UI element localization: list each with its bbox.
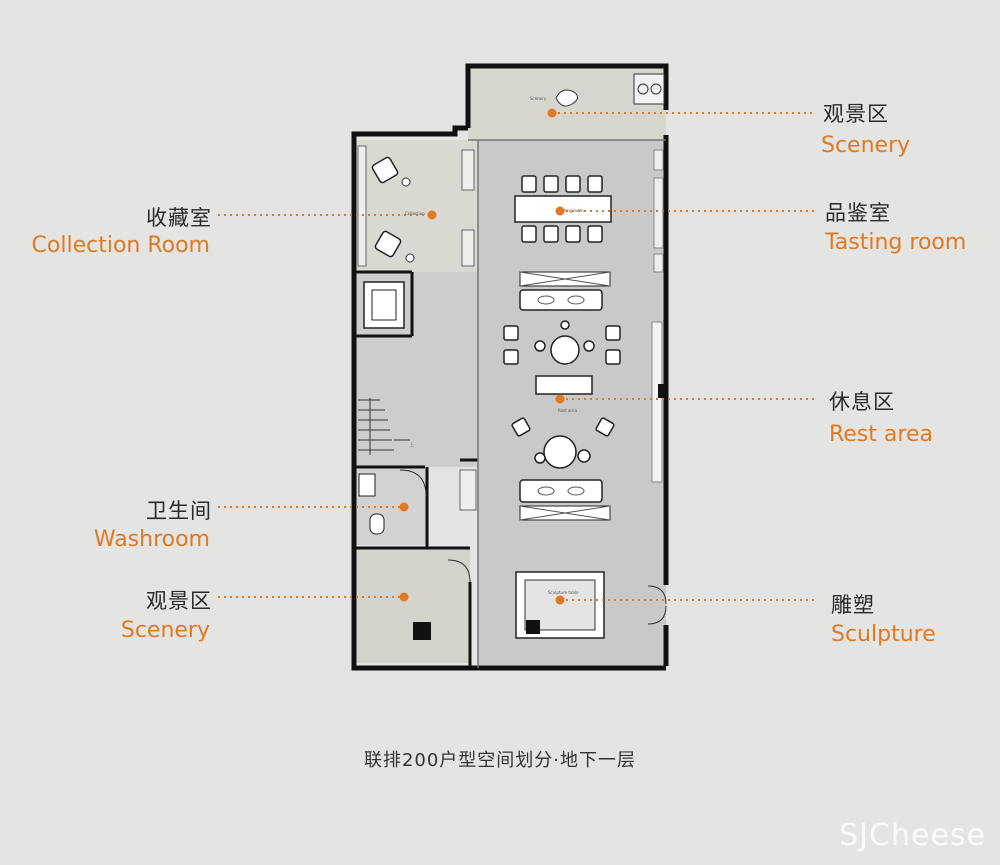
label-scenery-top-en: Scenery — [821, 133, 911, 158]
tasting-chairs — [521, 175, 603, 243]
label-tasting-cn: 品鉴室 — [825, 201, 891, 225]
leader-markers — [399, 108, 565, 605]
scenery-bottom-door — [447, 559, 471, 583]
window-mid-right — [653, 177, 664, 249]
plan-text-stair-up: 上 — [410, 441, 414, 447]
round-tables-lower — [534, 435, 591, 469]
scenery-bottom-pillar — [413, 622, 431, 640]
label-sculpture-cn: 雕塑 — [831, 593, 875, 617]
sofa-lower — [519, 479, 603, 503]
collection-cabinet-right2 — [461, 229, 475, 267]
stove — [633, 73, 665, 105]
plan-text-tasting: Tasting room — [557, 208, 584, 213]
rest-chairs-lower — [511, 417, 615, 437]
marker-rest — [555, 394, 565, 404]
washbasin — [358, 473, 376, 497]
label-scenery-bottom-en: Scenery — [120, 618, 210, 643]
label-washroom-cn: 卫生间 — [146, 499, 212, 523]
sofa-upper — [519, 289, 603, 311]
plan-text-sculpture: Sculpture table — [548, 590, 579, 595]
armchair-bottom — [374, 230, 402, 258]
column-right — [658, 384, 668, 398]
bench-middle — [535, 375, 593, 395]
plan-caption: 联排200户型空间划分·地下一层 — [363, 750, 637, 771]
marker-sculpture — [555, 595, 565, 605]
label-scenery-bottom-cn: 观景区 — [146, 589, 212, 613]
window-top-right — [653, 149, 664, 171]
rest-chairs-upper — [503, 325, 621, 365]
label-washroom-en: Washroom — [93, 527, 210, 552]
marker-washroom — [399, 502, 409, 512]
collection-cabinet-right — [461, 149, 475, 191]
label-sculpture-en: Sculpture — [831, 622, 936, 647]
staircase — [358, 398, 410, 455]
toilet — [369, 513, 385, 535]
label-rest-en: Rest area — [829, 422, 933, 447]
collection-room-area — [355, 140, 478, 272]
collection-cabinet-left — [357, 145, 367, 267]
sculpture-pillar — [526, 620, 540, 634]
scenery-rock — [555, 89, 578, 107]
label-scenery-top-cn: 观景区 — [823, 102, 889, 126]
corridor-cabinet — [459, 469, 477, 511]
elevator — [363, 281, 405, 329]
label-collection-en: Collection Room — [31, 233, 210, 258]
entrance-door — [647, 585, 667, 625]
window-right — [651, 321, 663, 483]
marker-collection — [427, 210, 437, 220]
plan-text-collection: Collection — [405, 211, 425, 216]
round-tables-upper — [534, 320, 595, 365]
washroom-door — [399, 469, 427, 497]
marker-scenery-top — [547, 108, 557, 118]
scenery-bottom-area — [355, 548, 470, 663]
leader-lines — [218, 112, 815, 601]
plan-text-scenery: Scenery — [530, 96, 547, 101]
label-tasting-en: Tasting room — [825, 230, 967, 255]
walls — [351, 63, 669, 671]
label-rest-cn: 休息区 — [829, 390, 895, 414]
watermark: SJCheese — [839, 818, 986, 853]
window-mid2-right — [653, 253, 664, 273]
label-collection-cn: 收藏室 — [146, 206, 212, 230]
armchair-top — [371, 156, 399, 184]
marker-tasting — [555, 206, 565, 216]
plan-text-rest: Rest area — [558, 408, 577, 413]
marker-scenery-bottom — [399, 592, 409, 602]
